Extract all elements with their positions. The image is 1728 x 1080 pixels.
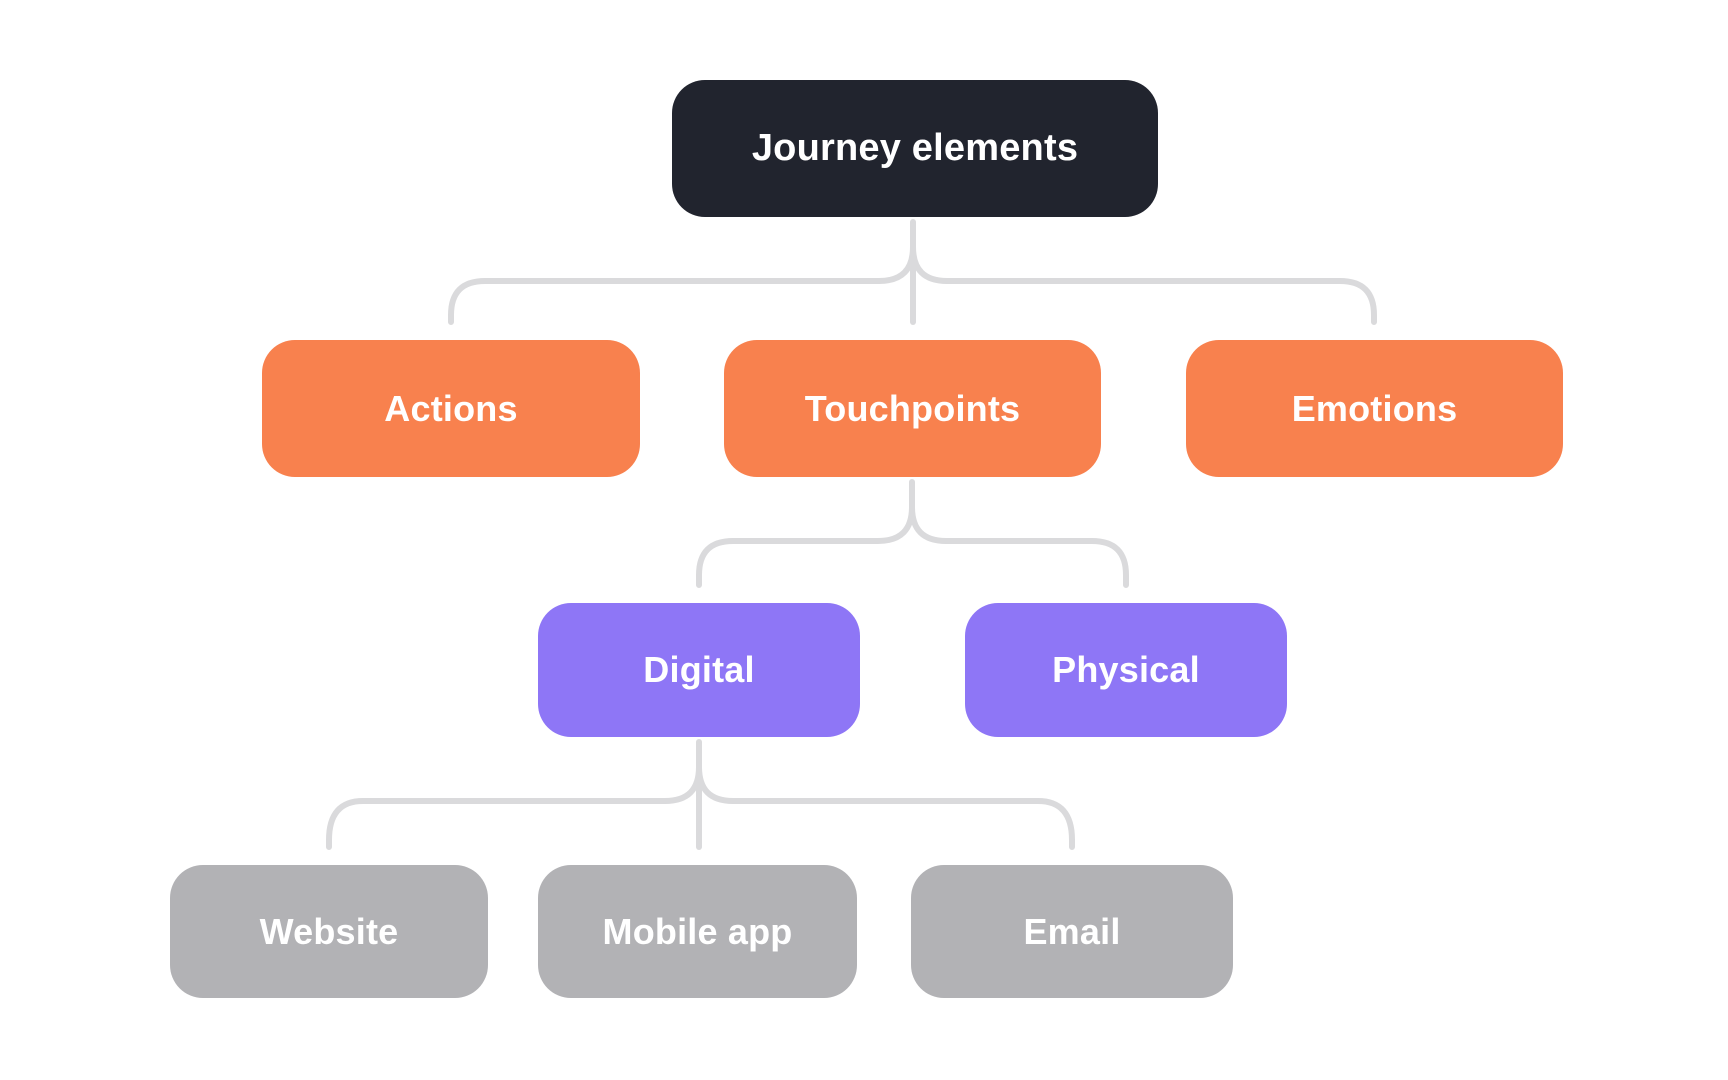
connector-touchpoints-to-children bbox=[696, 479, 1129, 588]
node-physical-label: Physical bbox=[1052, 649, 1200, 690]
node-email-label: Email bbox=[1023, 910, 1121, 952]
node-actions[interactable]: Actions bbox=[262, 340, 640, 477]
node-emotions[interactable]: Emotions bbox=[1186, 340, 1563, 477]
node-physical[interactable]: Physical bbox=[965, 603, 1287, 737]
connector-journey-to-children bbox=[448, 219, 1377, 325]
node-website[interactable]: Website bbox=[170, 865, 488, 998]
node-website-label: Website bbox=[259, 910, 399, 952]
node-emotions-label: Emotions bbox=[1291, 387, 1458, 429]
node-email[interactable]: Email bbox=[911, 865, 1233, 998]
node-journey-elements-label: Journey elements bbox=[751, 127, 1079, 169]
node-touchpoints[interactable]: Touchpoints bbox=[724, 340, 1101, 477]
node-digital[interactable]: Digital bbox=[538, 603, 860, 737]
node-mobile-app-label: Mobile app bbox=[602, 910, 793, 952]
node-digital-label: Digital bbox=[643, 649, 755, 690]
node-touchpoints-label: Touchpoints bbox=[804, 387, 1021, 429]
connector-digital-to-children bbox=[326, 739, 1075, 850]
node-journey-elements[interactable]: Journey elements bbox=[672, 80, 1158, 217]
node-mobile-app[interactable]: Mobile app bbox=[538, 865, 857, 998]
node-actions-label: Actions bbox=[384, 387, 518, 429]
